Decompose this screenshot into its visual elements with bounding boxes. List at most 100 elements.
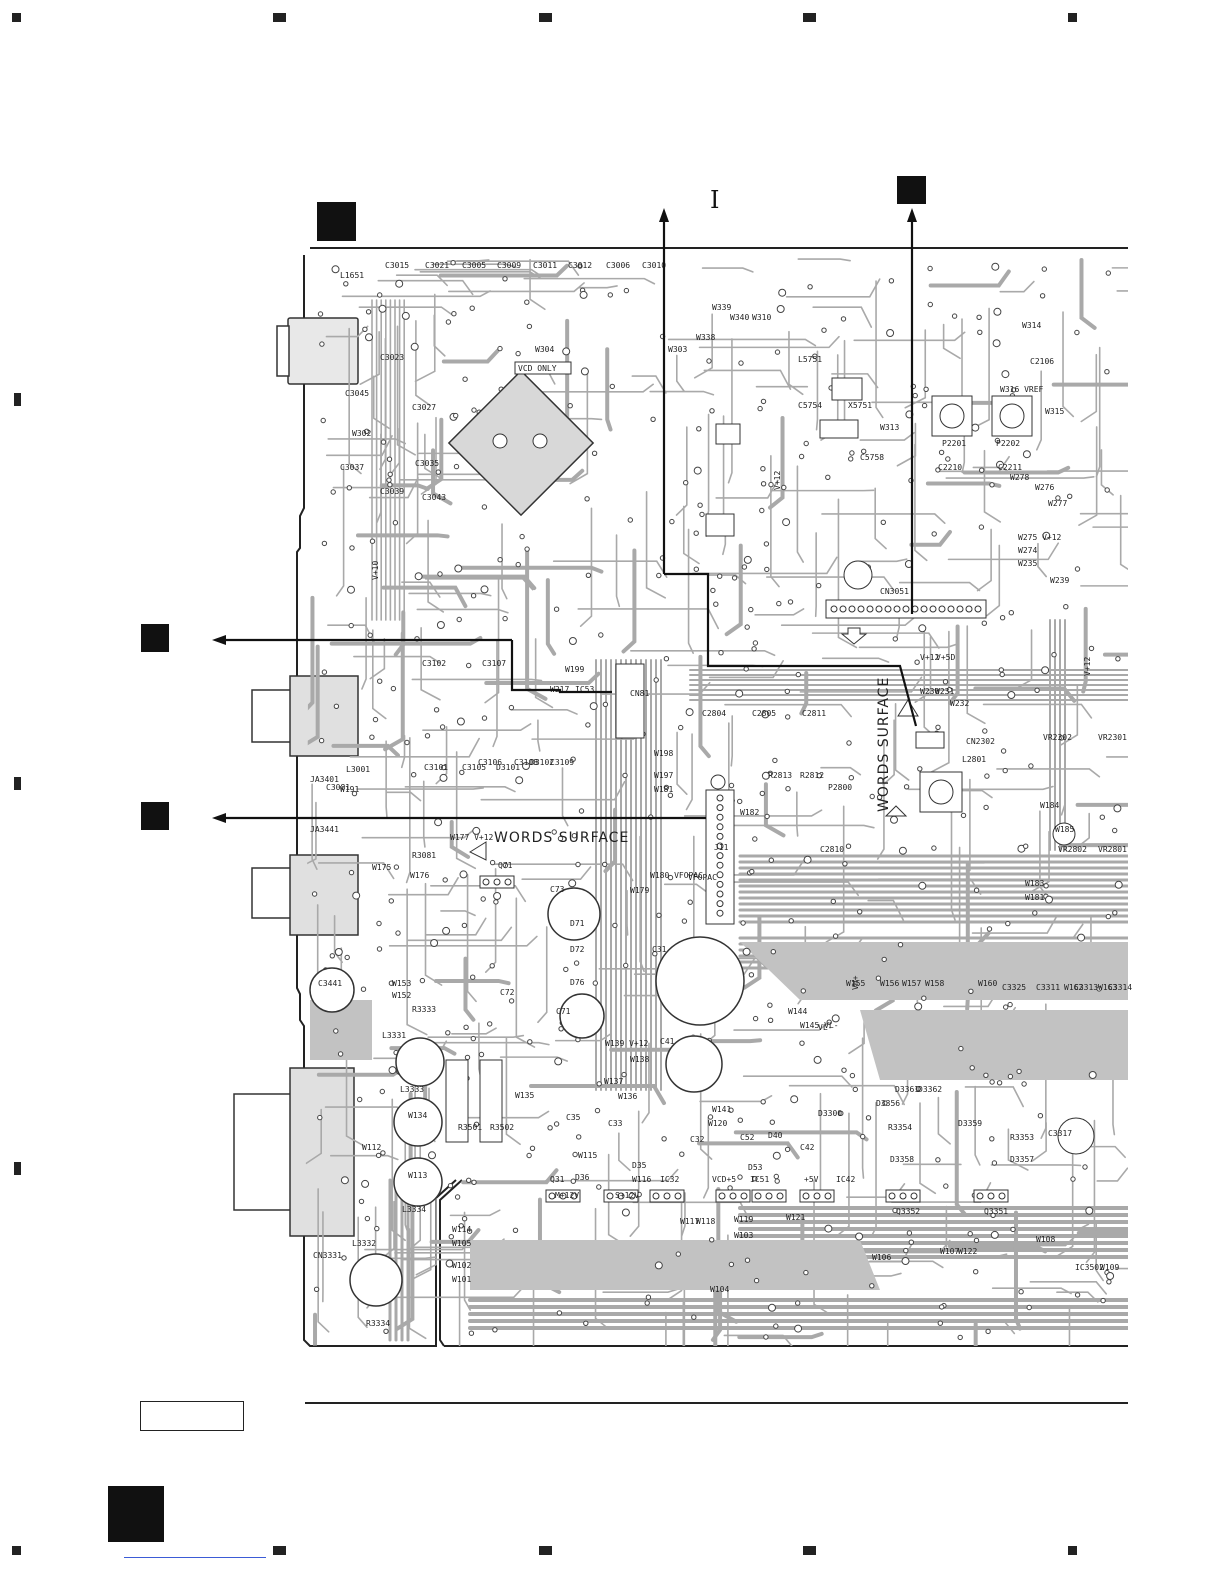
pad [395,279,404,288]
component-label: W162 [1064,983,1083,992]
net-label: VH+ [851,975,860,990]
trace [317,1188,330,1333]
pad [958,1045,964,1052]
trace [549,468,585,482]
pad [774,349,781,355]
pad [875,975,882,981]
trace [1051,365,1128,387]
component-label: W302 [352,429,371,438]
pad [388,1066,397,1075]
pad [340,1176,349,1185]
trace [349,737,480,758]
component-label: C3009 [497,261,521,270]
component-label: W176 [410,871,429,880]
pad [760,466,766,472]
trace [954,1090,967,1217]
pad [1007,1001,1013,1008]
pad [386,477,392,483]
pad [623,962,629,969]
component-label: C73 [550,885,565,894]
trace [974,1085,981,1166]
component-label: W118 [696,1217,715,1226]
trace [569,370,589,485]
pad [717,573,723,579]
pad [840,316,847,322]
trace [768,416,785,510]
component-label: W144 [788,1007,807,1016]
component-label: C3314 [1108,983,1132,992]
pad [991,1160,998,1166]
pad [776,305,785,313]
pad [773,1173,779,1180]
pad [598,632,604,638]
component-label: W115 [578,1151,597,1160]
pad [524,546,530,552]
trace [960,1321,978,1346]
trace [348,327,362,475]
pad [957,1334,963,1341]
component-label: W145 VL- [800,1021,839,1030]
trace [870,1101,877,1238]
pad [812,353,818,359]
pad [741,564,748,570]
pad [334,948,343,956]
component-label: W134 [408,1111,427,1120]
trace [415,320,431,407]
pad [1096,986,1102,992]
pad [1043,883,1049,889]
pad [454,1194,461,1200]
pad [320,417,326,424]
pad [459,769,465,776]
pad [464,1054,471,1061]
trace [703,369,792,390]
component-label: S+12V [615,1191,639,1200]
trace [705,413,710,522]
pad [776,600,782,607]
trace [432,263,517,269]
pad [529,1145,536,1152]
capacitor-c31 [655,936,745,1026]
pad [767,1002,773,1008]
component-label: D72 [570,945,585,954]
pad [709,408,715,414]
trace [1095,346,1101,478]
component-label: JA3441 [310,825,339,834]
trace [424,577,534,591]
connector-pin [716,832,724,840]
pad [763,541,770,547]
component-label: VR2802 [1058,845,1087,854]
pad [935,1157,941,1163]
trace [605,347,613,432]
pad [1114,880,1123,889]
component-label: R2812 [800,771,824,780]
pad [761,771,770,780]
crystal-x5751 [831,377,863,401]
trace [1004,1223,1090,1231]
pad [374,1225,380,1232]
trace [618,1132,631,1172]
trace [820,766,862,776]
pad [563,966,569,973]
trace [441,348,500,364]
pad [898,846,907,855]
trace [525,1285,535,1346]
sheet-roman-numeral: I [710,186,720,214]
pad [681,918,688,924]
component-label: W338 [696,333,715,342]
trace [919,1102,937,1195]
component-label: L3333 [400,1085,424,1094]
trace [649,390,715,396]
pad [921,995,927,1001]
pad [602,861,608,868]
pad [508,704,515,711]
pad [687,899,693,905]
trace [940,1244,982,1252]
trace [525,548,548,701]
component-label: C3005 [462,261,486,270]
connector-pin [920,605,928,613]
pad [524,299,530,305]
connector-pin [716,861,724,869]
pad [1032,910,1038,916]
trace [799,676,923,693]
trace [410,1189,432,1281]
